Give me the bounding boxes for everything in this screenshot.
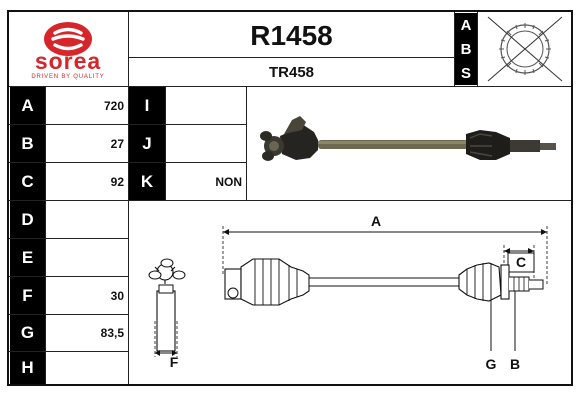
abs-letter-a: A [455, 13, 477, 37]
spec-value-j [166, 125, 246, 162]
abs-ring-crossed-icon [487, 16, 563, 82]
spec-letter-a: A [10, 87, 45, 124]
abs-letter-b: B [455, 37, 477, 61]
sub-reference: TR458 [268, 63, 315, 81]
dim-label-a: A [371, 213, 381, 229]
spec-letter-i: I [129, 87, 165, 124]
brand-logo [9, 12, 127, 82]
brand-name: sorea [34, 47, 102, 74]
dim-label-f: F [170, 354, 179, 370]
spec-letter-f: F [10, 277, 45, 314]
spec-letter-g: G [10, 315, 45, 351]
reference-title: R1458 [250, 19, 333, 51]
dimension-diagram: A C F G B [148, 213, 548, 372]
spec-value-e [46, 239, 128, 276]
spec-value-a: 720 [103, 98, 124, 113]
dim-label-g: G [486, 356, 497, 372]
spec-letter-j: J [129, 125, 165, 162]
sorea-logo-icon [44, 22, 92, 56]
spec-value-k: NON [215, 174, 242, 189]
dim-label-c: C [516, 254, 526, 270]
spec-letter-c: C [10, 163, 45, 200]
spec-value-d [46, 201, 128, 238]
spec-letter-b: B [10, 125, 45, 162]
spec-letter-e: E [10, 239, 45, 276]
drive-shaft-photo [260, 116, 556, 161]
spec-value-i [166, 87, 246, 124]
spec-value-c: 92 [110, 174, 124, 189]
dim-label-b: B [510, 356, 520, 372]
spec-value-f: 30 [110, 288, 124, 303]
spec-letter-k: K [129, 163, 165, 200]
spec-value-b: 27 [110, 136, 124, 151]
spec-letter-d: D [10, 201, 45, 238]
spec-value-g: 83,5 [100, 326, 124, 340]
brand-tagline: DRIVEN BY QUALITY [31, 73, 105, 80]
spec-letter-h: H [10, 352, 45, 384]
spec-value-h [46, 352, 128, 384]
abs-letter-s: S [455, 61, 477, 85]
product-sheet [7, 10, 573, 386]
